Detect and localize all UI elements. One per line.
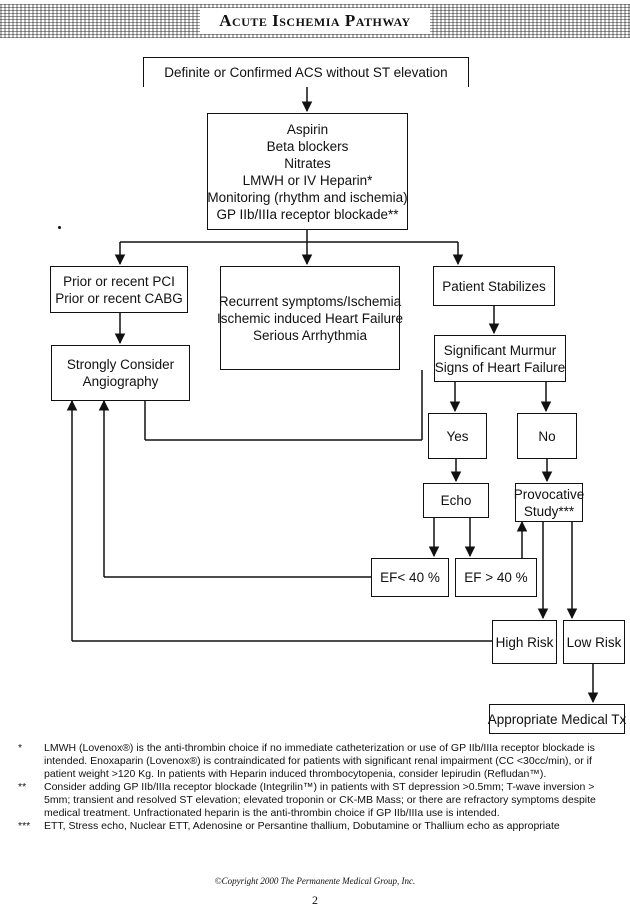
node-recurrent: Recurrent symptoms/Ischemia Ischemic ind… [216, 266, 404, 370]
node-high-risk: High Risk [492, 620, 557, 664]
node-low-risk: Low Risk [563, 620, 625, 664]
footnote-mark: *** [18, 820, 31, 832]
angiography-line: Strongly Consider [66, 357, 175, 372]
murmur-line: Signs of Heart Failure [434, 359, 566, 375]
low-risk-text: Low Risk [566, 634, 622, 650]
node-stabilizes: Patient Stabilizes [433, 266, 555, 306]
provocative-line: Study*** [523, 503, 575, 519]
footnote: *** ETT, Stress echo, Nuclear ETT, Adeno… [18, 820, 618, 833]
treatment-line: Nitrates [284, 155, 331, 171]
recurrent-line: Recurrent symptoms/Ischemia [218, 293, 402, 309]
no-text: No [538, 428, 556, 444]
treatment-line: LMWH or IV Heparin* [242, 172, 373, 188]
node-murmur: Significant Murmur Signs of Heart Failur… [434, 335, 566, 382]
node-ef-high: EF > 40 % [455, 558, 537, 597]
node-start-text: Definite or Confirmed ACS without ST ele… [164, 65, 448, 80]
prior-pci-line: Prior or recent CABG [55, 290, 183, 306]
node-prior-pci: Prior or recent PCI Prior or recent CABG [50, 266, 188, 313]
angiography-line: Angiography [82, 374, 159, 389]
footnote-mark: * [18, 742, 23, 754]
ef-high-text: EF > 40 % [464, 570, 528, 585]
page-title: Acute Ischemia Pathway [200, 8, 430, 34]
prior-pci-line: Prior or recent PCI [63, 273, 175, 289]
stabilizes-text: Patient Stabilizes [442, 278, 546, 294]
node-angiography: Strongly Consider Angiography [51, 345, 190, 401]
copyright: ©Copyright 2000 The Permanente Medical G… [214, 876, 416, 886]
yes-text: Yes [446, 428, 469, 444]
node-provocative: Provocative Study*** [513, 483, 585, 522]
footnote: ** Consider adding GP IIb/IIIa receptor … [18, 781, 618, 820]
medical-tx-text: Appropriate Medical Tx [487, 711, 627, 727]
page-number: 2 [312, 893, 318, 907]
footnotes: * LMWH (Lovenox®) is the anti-thrombin c… [18, 742, 618, 833]
murmur-line: Significant Murmur [443, 342, 557, 358]
node-echo: Echo [423, 483, 489, 518]
footnote-text: ETT, Stress echo, Nuclear ETT, Adenosine… [44, 820, 560, 832]
node-medical-tx: Appropriate Medical Tx [487, 704, 627, 734]
node-treatment: Aspirin Beta blockers Nitrates LMWH or I… [207, 113, 408, 230]
echo-text: Echo [440, 493, 472, 508]
node-yes: Yes [428, 413, 487, 459]
footnote-text: LMWH (Lovenox®) is the anti-thrombin cho… [44, 742, 595, 780]
stray-dot [58, 226, 61, 229]
footnote-text: Consider adding GP IIb/IIIa receptor blo… [44, 781, 596, 819]
footnote: * LMWH (Lovenox®) is the anti-thrombin c… [18, 742, 618, 781]
node-ef-low: EF< 40 % [371, 558, 449, 597]
footnote-mark: ** [18, 781, 27, 793]
node-no: No [517, 413, 577, 459]
treatment-line: Aspirin [286, 121, 329, 137]
treatment-line: GP IIb/IIIa receptor blockade** [216, 206, 399, 222]
provocative-line: Provocative [513, 486, 585, 502]
ef-low-text: EF< 40 % [380, 570, 440, 585]
high-risk-text: High Risk [495, 634, 554, 650]
node-start: Definite or Confirmed ACS without ST ele… [143, 57, 469, 87]
treatment-line: Monitoring (rhythm and ischemia) [207, 189, 408, 205]
recurrent-line: Ischemic induced Heart Failure [216, 310, 404, 326]
treatment-line: Beta blockers [266, 138, 349, 154]
recurrent-line: Serious Arrhythmia [252, 327, 368, 343]
